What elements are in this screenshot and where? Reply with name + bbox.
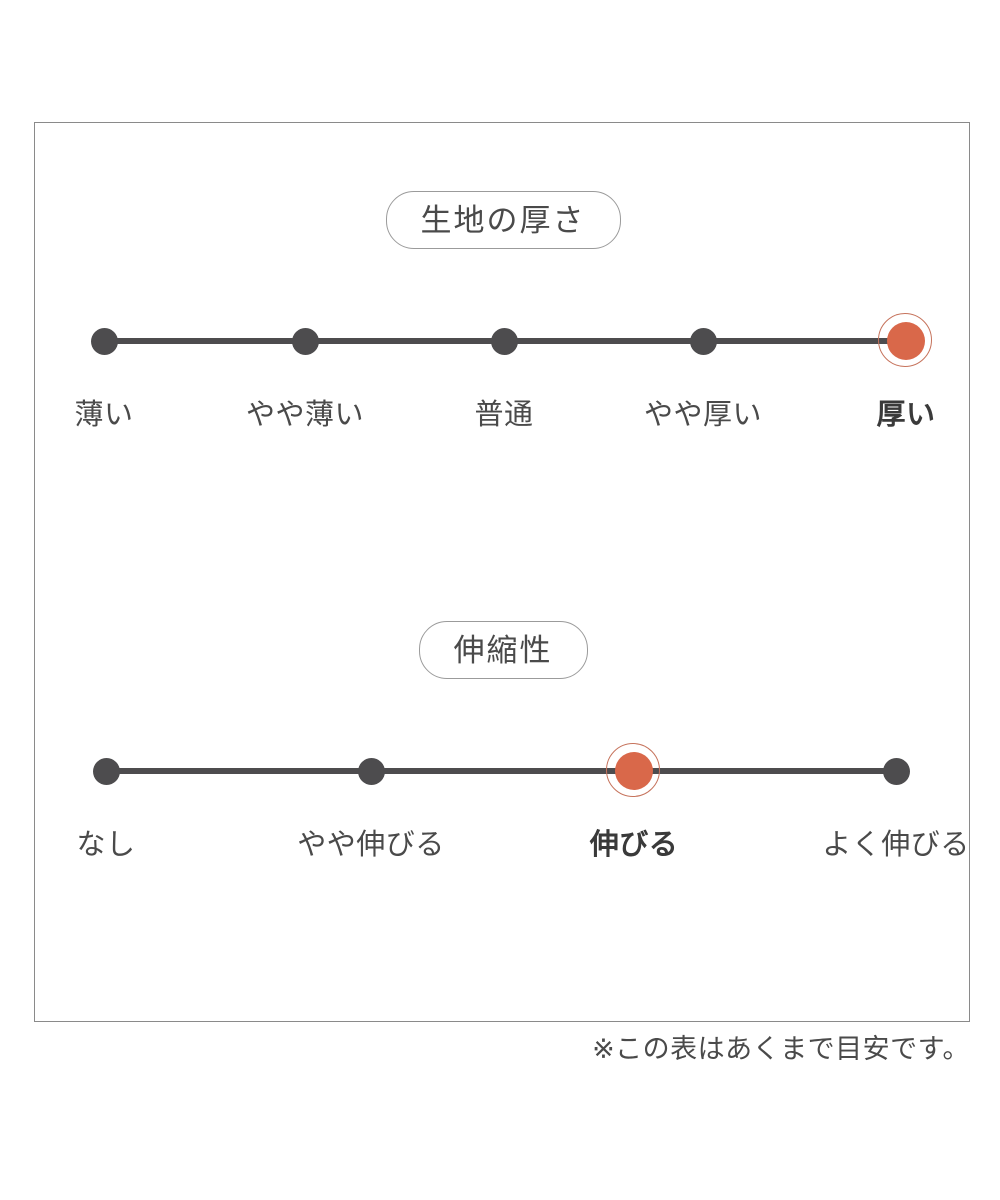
thickness-dot-0[interactable] [90,327,118,355]
stretch-label-2-selected: 伸びる [589,829,679,861]
stretch-track [106,768,896,774]
section-stretchiness: 伸縮性 なし やや伸びる 伸びる よく伸びる [35,621,971,871]
thickness-dot-1[interactable] [291,327,319,355]
section-fabric-thickness: 生地の厚さ 薄い やや薄い 普通 やや厚い 厚い [35,191,971,441]
thickness-label-1: やや薄い [245,399,365,431]
thickness-scale [35,311,971,371]
thickness-labels: 薄い やや薄い 普通 やや厚い 厚い [35,393,971,441]
thickness-dot-4-selected[interactable] [878,313,932,367]
thickness-label-2: 普通 [474,399,534,431]
thickness-dot-3[interactable] [689,327,717,355]
stretch-scale [35,741,971,801]
footnote-disclaimer: ※この表はあくまで目安です。 [592,1034,970,1064]
thickness-dot-2[interactable] [490,327,518,355]
stretch-dot-0[interactable] [92,757,120,785]
stretch-label-3: よく伸びる [822,829,970,861]
thickness-label-4-selected: 厚い [876,399,936,431]
stretch-badge-row: 伸縮性 [35,621,971,679]
stretch-labels: なし やや伸びる 伸びる よく伸びる [35,823,971,871]
stretch-dot-1[interactable] [357,757,385,785]
stretch-label-1: やや伸びる [297,829,445,861]
thickness-label-0: 薄い [74,399,134,431]
thickness-label-3: やや厚い [643,399,763,431]
spec-frame: 生地の厚さ 薄い やや薄い 普通 やや厚い 厚い 伸縮性 [34,122,970,1022]
thickness-badge: 生地の厚さ [385,191,621,249]
stretch-label-0: なし [76,829,136,861]
stretch-dot-3[interactable] [882,757,910,785]
thickness-badge-row: 生地の厚さ [35,191,971,249]
stretch-badge: 伸縮性 [418,621,588,679]
stretch-dot-2-selected[interactable] [606,743,660,797]
